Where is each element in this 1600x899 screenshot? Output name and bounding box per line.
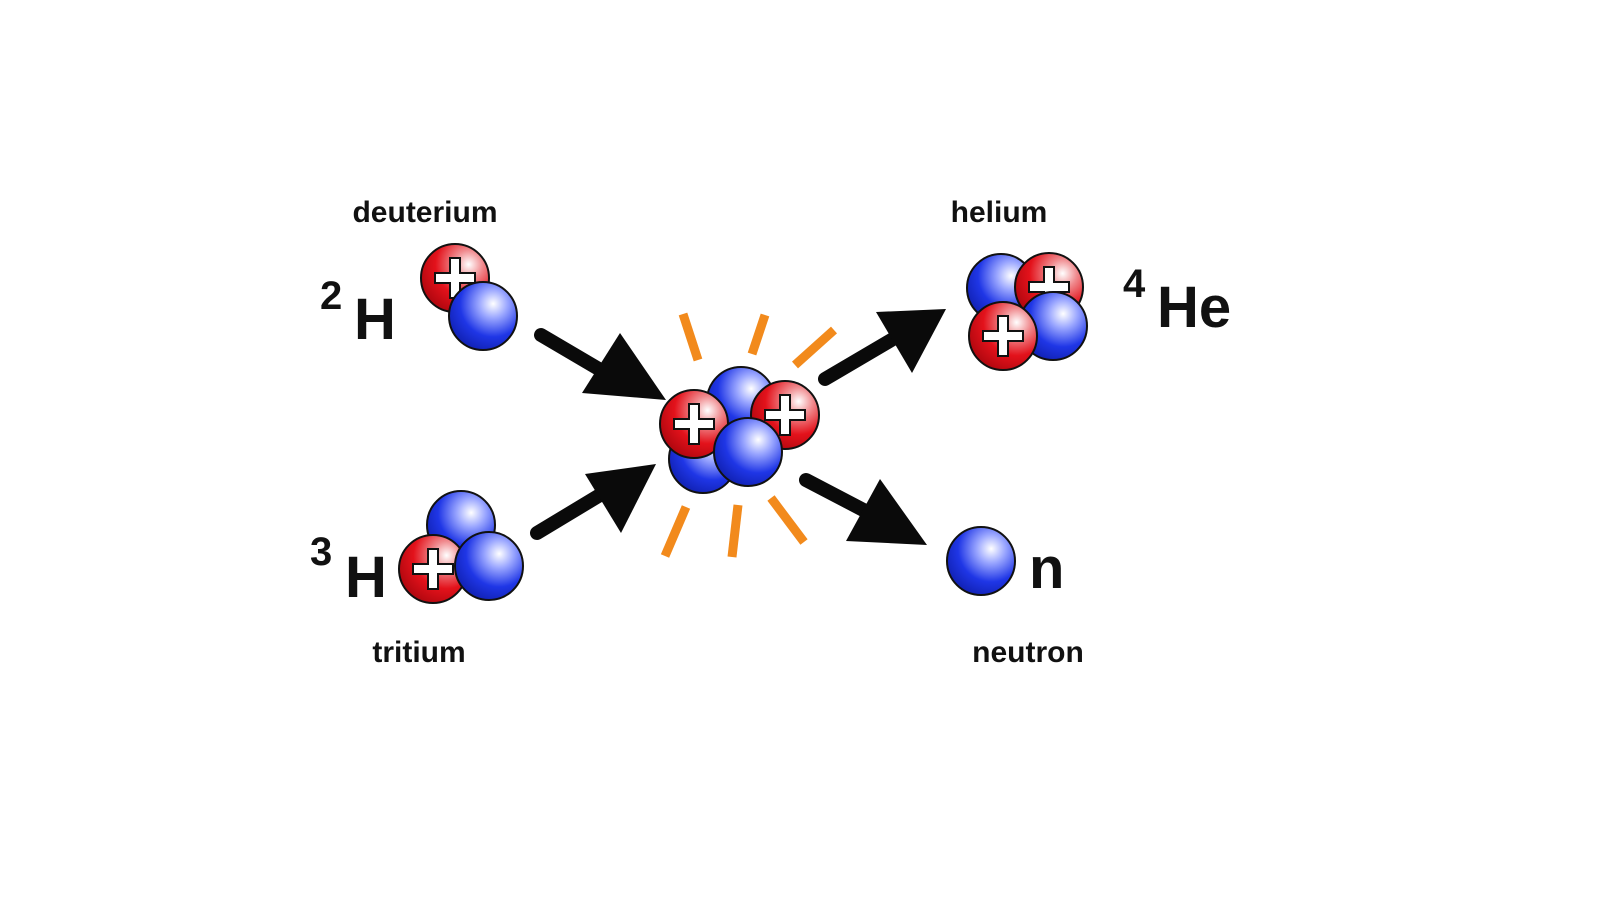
label-helium: helium xyxy=(951,196,1048,229)
energy-burst xyxy=(660,312,838,558)
arrow-deuterium-in xyxy=(534,328,666,400)
element-symbol: H xyxy=(354,287,396,352)
element-symbol: H xyxy=(345,545,387,610)
arrow-helium-out xyxy=(818,309,946,386)
symbol-neutron: n xyxy=(1029,536,1064,601)
neutron-ball xyxy=(713,417,783,487)
label-tritium: tritium xyxy=(372,636,465,669)
proton-ball xyxy=(968,301,1038,371)
burst-line xyxy=(678,312,703,362)
neutron-ball xyxy=(448,281,518,351)
element-symbol: n xyxy=(1029,536,1064,601)
deuterium-nucleus xyxy=(420,243,518,351)
mass-number: 4 xyxy=(1123,262,1146,306)
burst-line xyxy=(747,313,770,356)
free-neutron xyxy=(946,526,1016,596)
arrows xyxy=(530,309,946,545)
mass-number: 3 xyxy=(310,530,332,574)
element-symbol: He xyxy=(1157,275,1231,340)
label-deuterium: deuterium xyxy=(352,196,497,229)
burst-line xyxy=(791,326,838,369)
arrow-tritium-in xyxy=(530,464,656,540)
label-neutron: neutron xyxy=(972,636,1084,669)
arrow-neutron-out xyxy=(799,473,927,545)
tritium-nucleus xyxy=(398,490,524,604)
helium-nucleus xyxy=(966,252,1088,371)
symbol-helium: 4 He xyxy=(1123,262,1231,340)
symbol-tritium: 3 H xyxy=(310,530,387,610)
mass-number: 2 xyxy=(320,274,342,318)
neutron-ball xyxy=(454,531,524,601)
neutron-ball xyxy=(946,526,1016,596)
burst-line xyxy=(727,504,743,558)
symbol-deuterium: 2 H xyxy=(320,274,396,352)
burst-line xyxy=(767,495,808,545)
burst-line xyxy=(660,505,691,558)
fused-nucleus xyxy=(659,366,820,494)
